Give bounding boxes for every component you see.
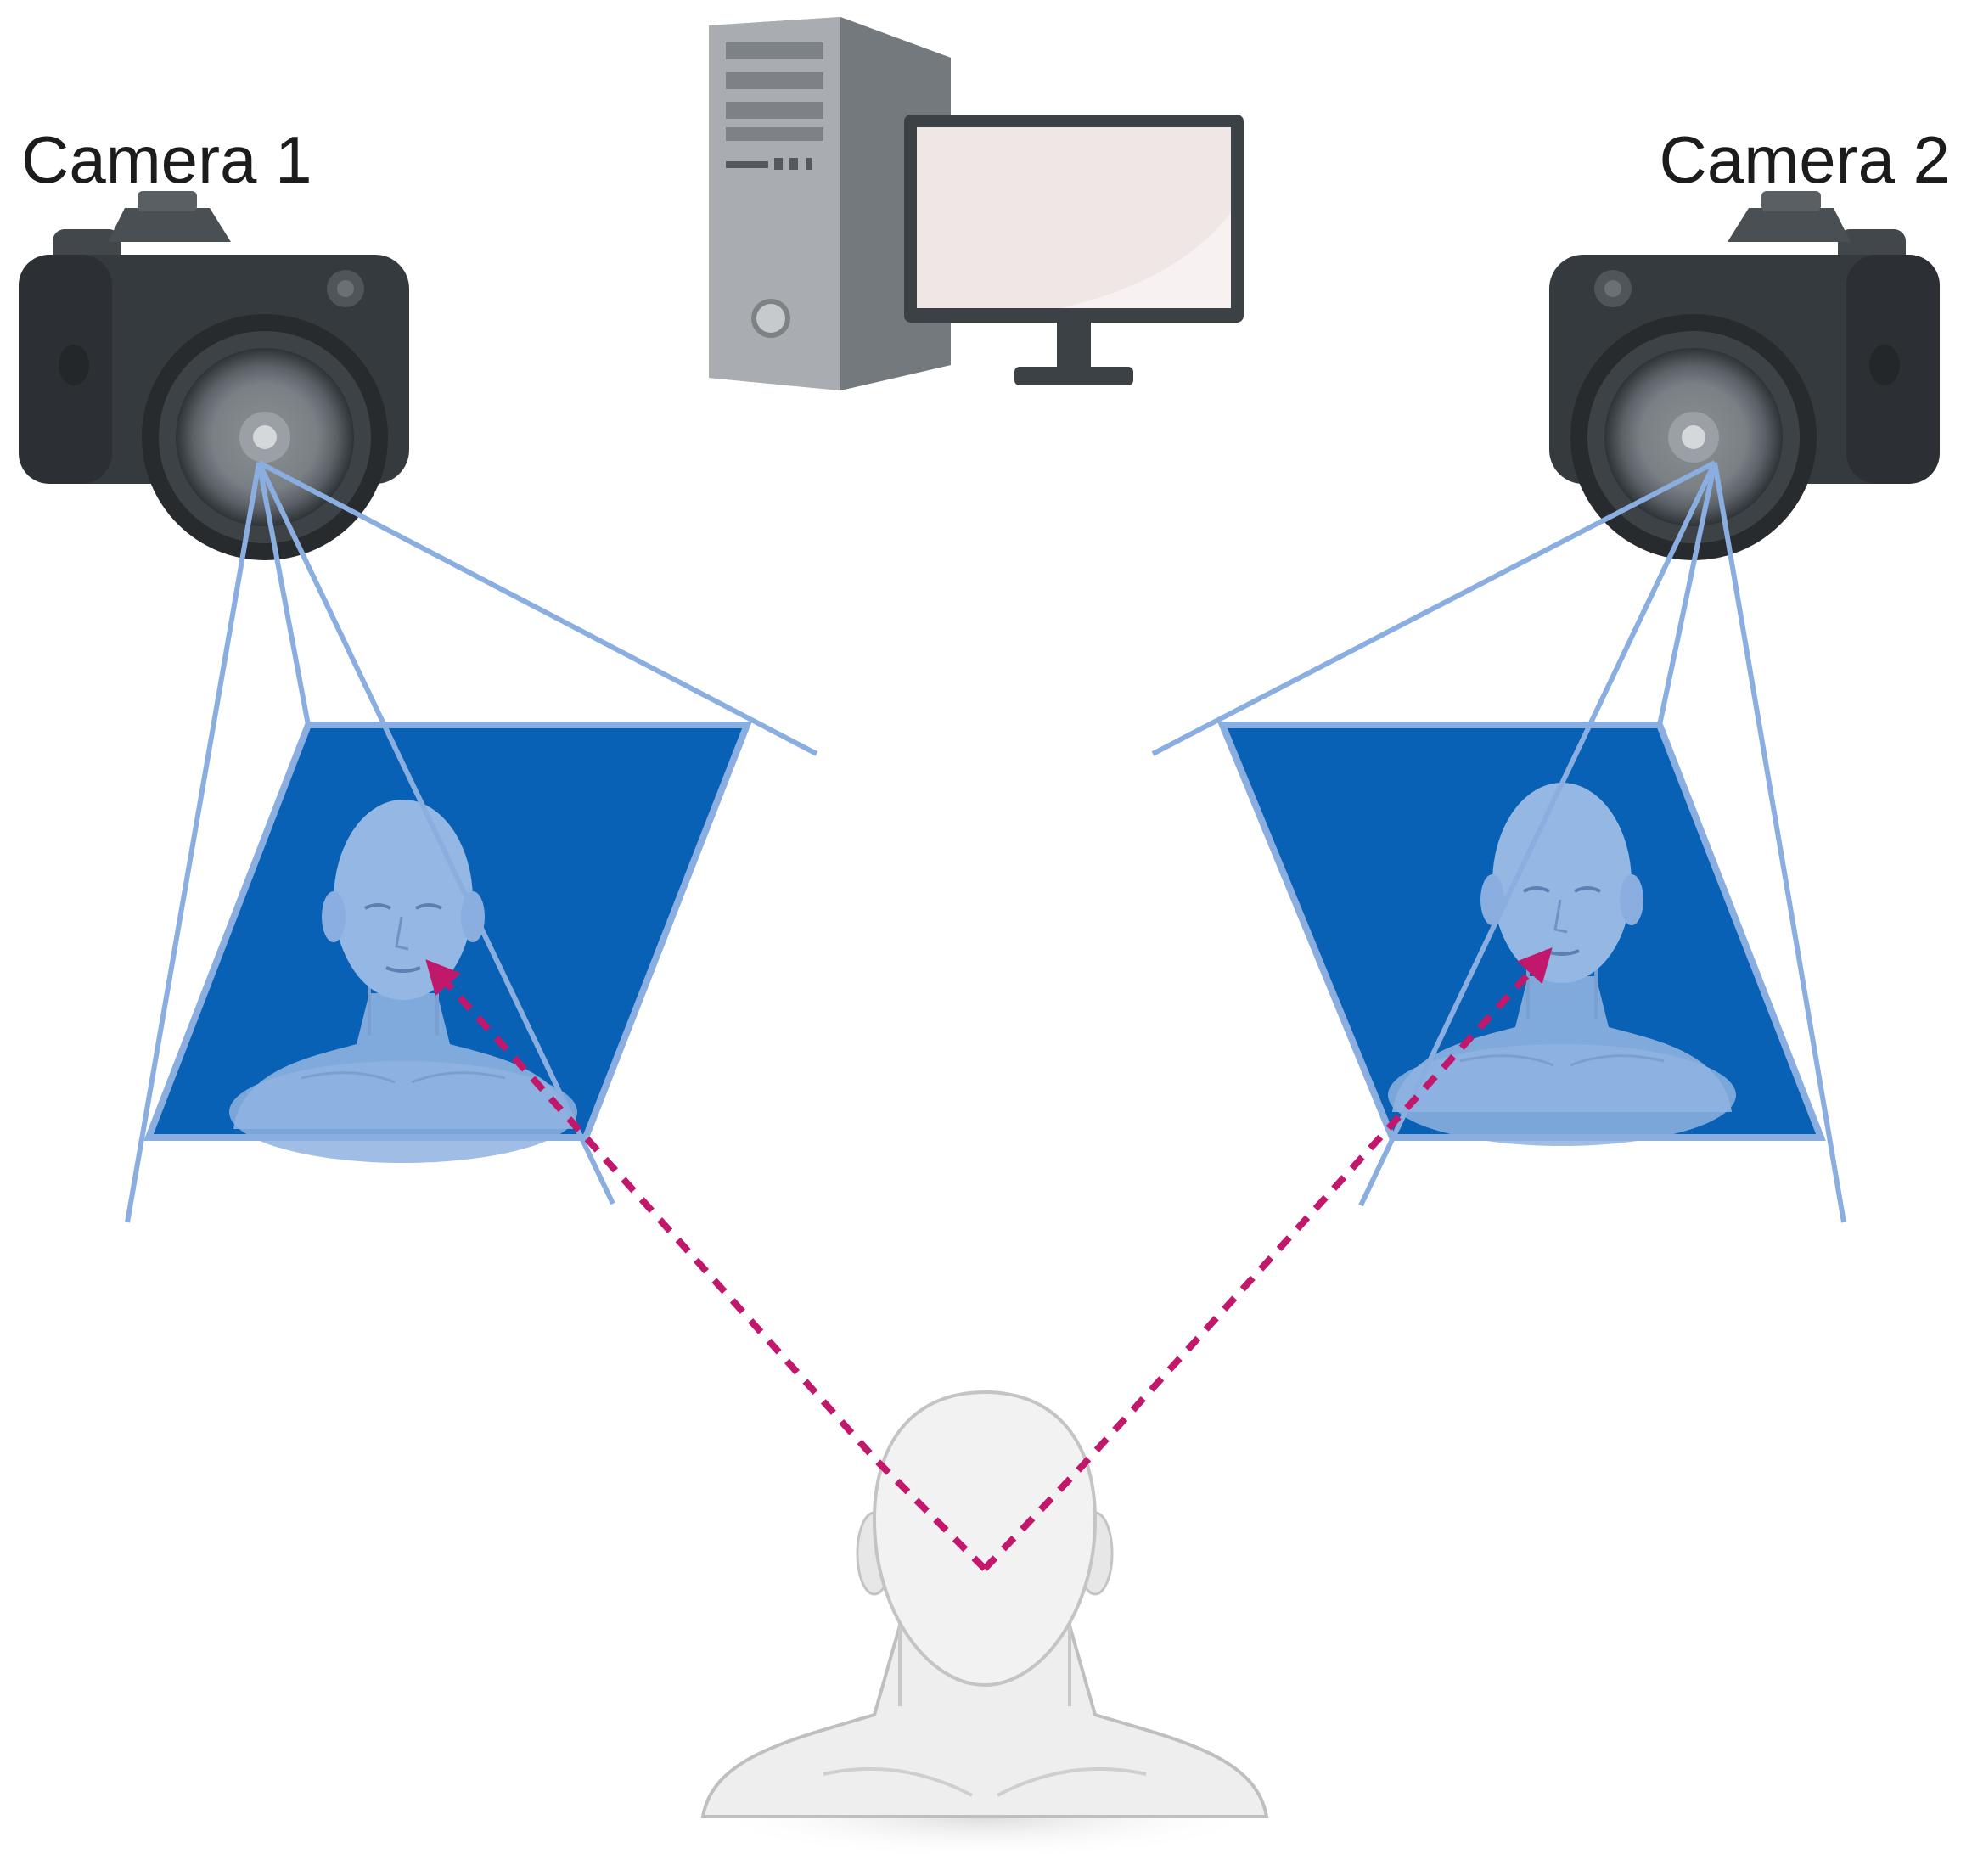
image-plane-1 xyxy=(143,722,752,1165)
camera-2-icon xyxy=(1549,191,1940,560)
camera-2-frustum xyxy=(1151,460,1846,1223)
human-head-icon xyxy=(700,1390,1269,1859)
camera-2-label: Camera 2 xyxy=(1660,122,1950,197)
ray-to-camera-2 xyxy=(982,947,1553,1571)
camera-1-frustum xyxy=(125,460,818,1223)
desktop-computer-icon xyxy=(709,17,1244,390)
projection-rays xyxy=(425,947,1553,1571)
camera-1-icon xyxy=(19,191,409,560)
camera-1-label: Camera 1 xyxy=(21,122,312,197)
image-plane-2 xyxy=(1217,722,1826,1148)
